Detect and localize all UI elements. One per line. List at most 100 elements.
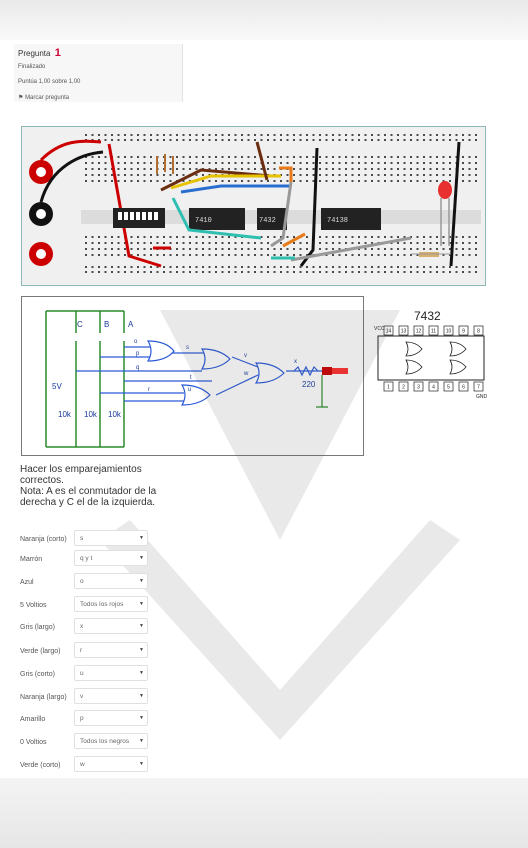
match-select[interactable]: q y t ▼ — [74, 550, 148, 566]
chip-pin — [473, 381, 484, 392]
chip-pin-number: 2 — [402, 385, 405, 391]
circuit-schematic: C B A 5V 10k 10k 10k 220 o p q r s t u v… — [21, 296, 364, 456]
match-select[interactable]: Todos los negros▼ — [74, 733, 148, 749]
match-row: Gris (largo)x▼ — [0, 618, 200, 638]
chip-pin-number: 9 — [462, 329, 465, 335]
match-select-value: x — [80, 623, 84, 630]
led-resistor-label: 220 — [302, 380, 316, 389]
match-select[interactable]: v▼ — [74, 688, 148, 704]
caret-down-icon: ▼ — [139, 761, 144, 767]
vcc-label: VCC — [374, 326, 385, 332]
chip-pin-number: 6 — [462, 385, 465, 391]
match-label: Verde (corto) — [20, 762, 61, 769]
chip-pin-number: 5 — [447, 385, 450, 391]
flag-icon: ⚑ — [18, 95, 24, 101]
match-label: Gris (largo) — [20, 624, 56, 631]
instructions: Hacer los emparejamientos correctos. Not… — [20, 464, 160, 508]
match-label: Verde (largo) — [20, 648, 61, 655]
gnd-label: GND — [476, 394, 488, 400]
caret-down-icon: ▼ — [139, 693, 144, 699]
switch-label-a: A — [128, 320, 134, 329]
match-row: Marrón q y t ▼ — [0, 550, 200, 570]
node-label-p: p — [136, 351, 140, 357]
resistor-label-3: 10k — [108, 410, 122, 419]
match-label: Naranja (corto) — [20, 536, 67, 543]
resistor-label-1: 10k — [58, 410, 72, 419]
caret-down-icon: ▼ — [139, 647, 144, 653]
chip-pin — [443, 381, 454, 392]
question-label: Pregunta — [18, 49, 51, 58]
chip-pin — [413, 381, 424, 392]
node-label-v: v — [244, 353, 247, 359]
match-select-value: u — [80, 670, 84, 677]
match-row: Gris (corto)u▼ — [0, 665, 200, 685]
node-label-t: t — [190, 375, 192, 381]
question-score: Puntúa 1,00 sobre 1,00 — [18, 79, 81, 85]
match-select[interactable]: w▼ — [74, 756, 148, 772]
match-row: Naranja (largo)v▼ — [0, 688, 200, 708]
flag-label: Marcar pregunta — [25, 95, 70, 101]
caret-down-icon: ▼ — [139, 623, 144, 629]
match-select[interactable]: x▼ — [74, 618, 148, 634]
match-label: Marrón — [20, 556, 43, 563]
question-title: Pregunta 1 — [18, 47, 61, 59]
chip-label-7410: 7410 — [195, 217, 212, 225]
match-select[interactable]: o▼ — [74, 573, 148, 589]
match-row: 0 Voltios Todos los negros▼ — [0, 733, 200, 753]
switch-label-c: C — [77, 320, 83, 329]
node-label-r: r — [148, 387, 150, 393]
chip-pin — [473, 325, 484, 336]
chip-pin-number: 3 — [417, 385, 420, 391]
instructions-line-1: Hacer los emparejamientos correctos. — [20, 464, 142, 486]
match-select[interactable]: Todos los rojos▼ — [74, 596, 148, 612]
chip-pin-number: 14 — [386, 329, 392, 335]
chip-pin-number: 10 — [446, 329, 452, 335]
match-select-value: s — [80, 535, 84, 542]
chip-pin — [443, 325, 454, 336]
question-status: Finalizado — [18, 64, 46, 70]
node-label-q: q — [136, 365, 139, 371]
caret-down-icon: ▼ — [139, 670, 144, 676]
match-row: Azul o▼ — [0, 573, 200, 593]
flag-question-link[interactable]: ⚑ Marcar pregunta — [18, 94, 69, 101]
resistor-label-2: 10k — [84, 410, 98, 419]
match-select-value: p — [80, 715, 84, 722]
match-select-value: r — [80, 647, 83, 654]
question-number: 1 — [54, 47, 61, 59]
match-select[interactable]: p▼ — [74, 710, 148, 726]
caret-down-icon: ▼ — [139, 555, 144, 561]
node-label-x: x — [294, 359, 297, 365]
chip-pin — [413, 325, 424, 336]
match-label: Azul — [20, 579, 34, 586]
chip-pin-number: 7 — [477, 385, 480, 391]
breadboard-image: 7410 7432 74138 — [21, 126, 486, 286]
match-label: 5 Voltios — [20, 602, 47, 609]
question-info-box — [14, 44, 183, 102]
node-label-u: u — [188, 387, 191, 393]
node-label-w: w — [243, 371, 249, 377]
node-label-o: o — [134, 339, 138, 345]
switch-label-b: B — [104, 320, 109, 329]
caret-down-icon: ▼ — [139, 715, 144, 721]
match-label: 0 Voltios — [20, 739, 47, 746]
footer-band — [0, 778, 528, 848]
chip-diagram-title: 7432 — [414, 309, 441, 323]
caret-down-icon: ▼ — [139, 738, 144, 744]
match-select[interactable]: u▼ — [74, 665, 148, 681]
caret-down-icon: ▼ — [139, 578, 144, 584]
chip-pin — [458, 325, 469, 336]
caret-down-icon: ▼ — [139, 535, 144, 541]
match-select[interactable]: r▼ — [74, 642, 148, 658]
caret-down-icon: ▼ — [139, 601, 144, 607]
match-select-value: w — [80, 761, 85, 768]
match-label: Amarillo — [20, 716, 46, 723]
chip-pin-number: 11 — [431, 329, 436, 335]
match-select-value: q y t — [80, 555, 93, 562]
chip-pin — [398, 325, 409, 336]
chip-pin — [428, 325, 439, 336]
match-row: 5 Voltios Todos los rojos▼ — [0, 596, 200, 616]
chip-pin-number: 8 — [477, 329, 480, 335]
match-select[interactable]: s▼ — [74, 530, 148, 546]
